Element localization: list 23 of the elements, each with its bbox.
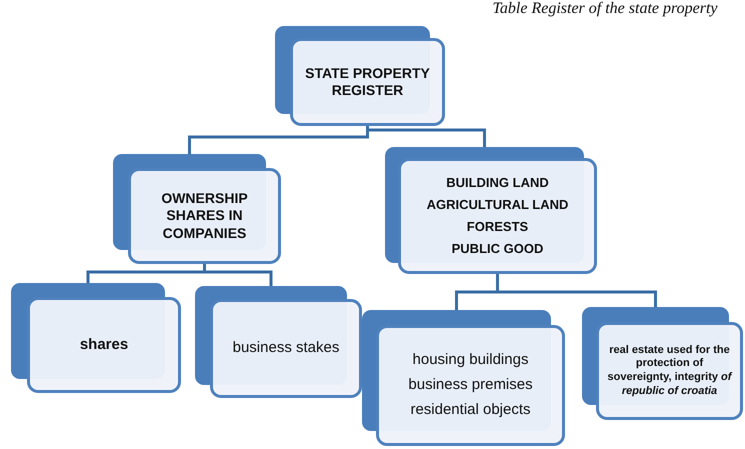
diagram-title: Table Register of the state property bbox=[491, 0, 718, 18]
box-label: FORESTS bbox=[466, 219, 528, 236]
connector-line bbox=[203, 264, 272, 286]
box-label: OWNERSHIP SHARES IN COMPANIES bbox=[160, 190, 249, 242]
process-box bbox=[275, 26, 445, 126]
box-label: PUBLIC GOOD bbox=[452, 241, 544, 258]
box-label: housing buildings bbox=[412, 351, 528, 370]
box-label: real estate used for the protection of sovereignty, integrity of republic of croatia bbox=[606, 344, 734, 398]
process-box bbox=[362, 310, 565, 446]
box-label: shares bbox=[80, 336, 128, 354]
connector-line bbox=[496, 274, 657, 307]
box-label: STATE PROPERTY REGISTER bbox=[304, 64, 431, 100]
box-label: AGRICULTURAL LAND bbox=[426, 196, 568, 213]
box-label: residential objects bbox=[410, 400, 531, 420]
process-box bbox=[385, 147, 597, 274]
box-label: business stakes bbox=[232, 339, 340, 358]
process-box bbox=[113, 154, 281, 264]
box-label: business premises bbox=[408, 376, 533, 395]
process-box bbox=[195, 286, 362, 398]
process-box bbox=[11, 283, 181, 393]
box-label: BUILDING LAND bbox=[446, 174, 549, 191]
process-box bbox=[582, 307, 743, 420]
connector-line bbox=[366, 126, 486, 147]
